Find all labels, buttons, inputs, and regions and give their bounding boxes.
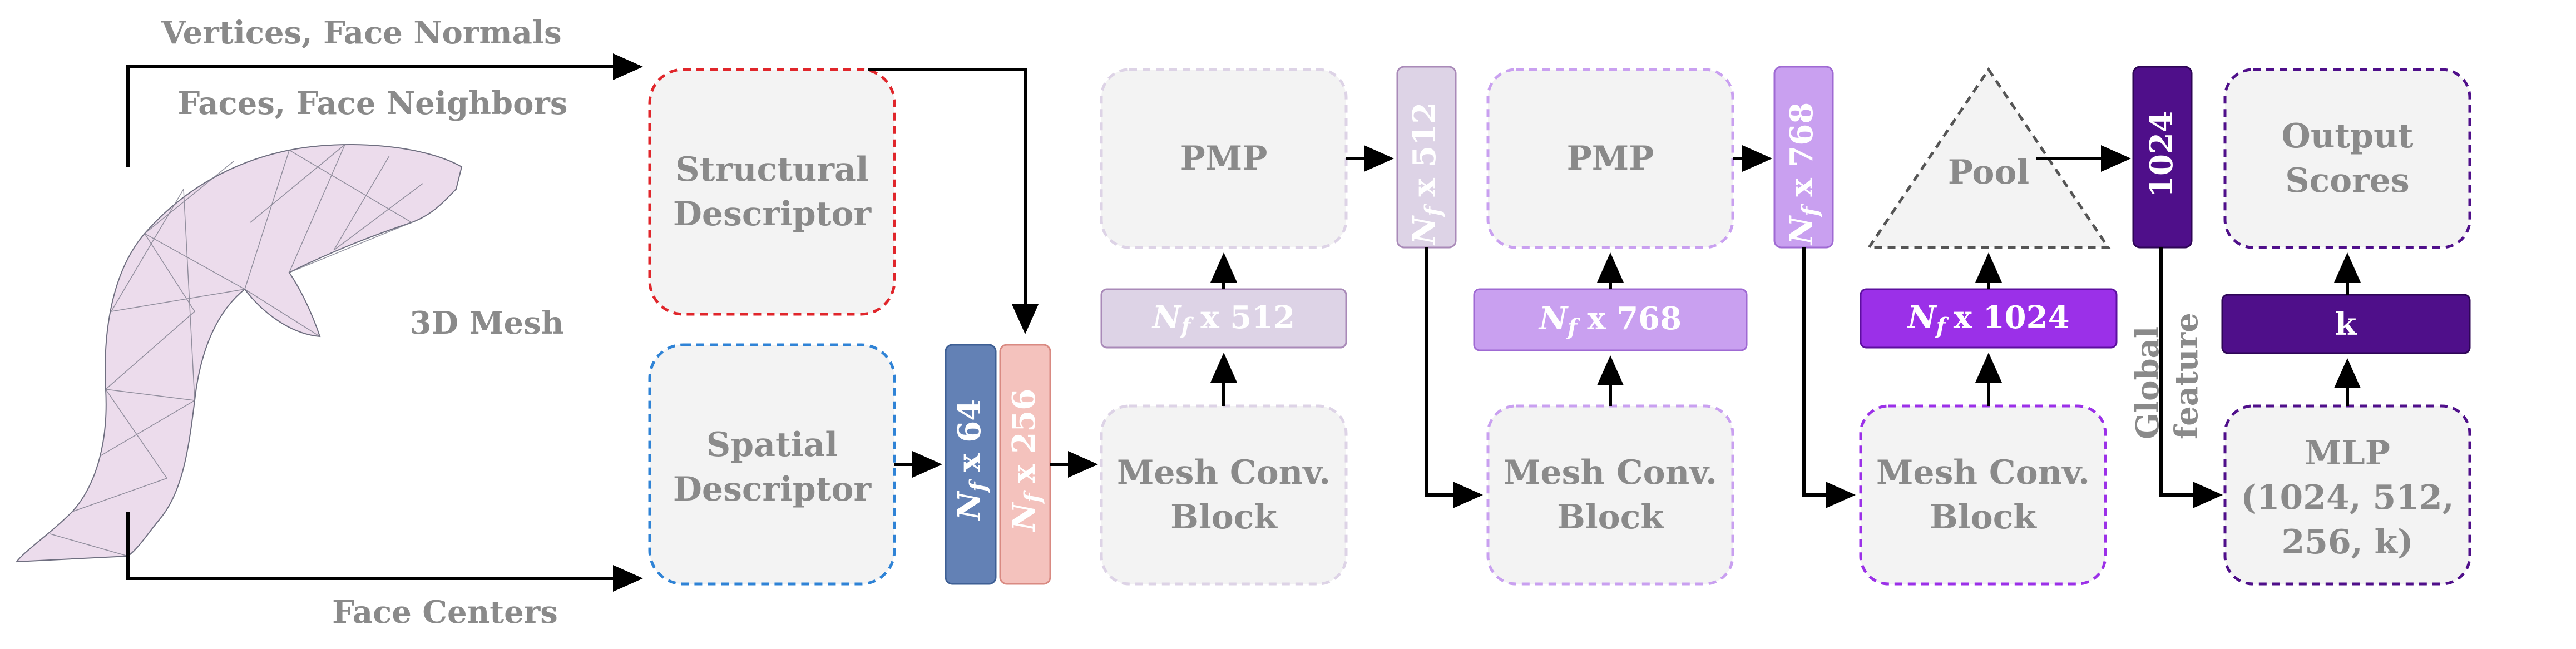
mesh-label: 3D Mesh bbox=[410, 305, 564, 341]
structural-line1: Structural bbox=[675, 150, 868, 189]
svg-text:Nfx 512: Nfx 512 bbox=[1406, 102, 1446, 246]
vertices-normals-label: Vertices, Face Normals bbox=[161, 14, 561, 51]
faces-neighbors-label: Faces, Face Neighbors bbox=[178, 85, 568, 122]
f64-dim: x 64 bbox=[951, 399, 988, 472]
f768b-symbol: N bbox=[1783, 215, 1820, 246]
spatial-descriptor-box: Spatial Descriptor bbox=[648, 343, 896, 586]
output-line1: Output bbox=[2282, 117, 2414, 156]
feature-512-bar-vertical: Nfx 512 bbox=[1396, 66, 1457, 249]
arrow-512-to-conv2 bbox=[1425, 247, 1483, 508]
dolphin-body bbox=[15, 144, 463, 563]
mesh-illustration: 3D Mesh bbox=[15, 144, 564, 563]
pmp-box-2: PMP bbox=[1486, 68, 1734, 249]
mlp-line2: (1024, 512, bbox=[2241, 478, 2454, 517]
svg-text:Nfx 768: Nfx 768 bbox=[1538, 300, 1682, 340]
spatial-line2: Descriptor bbox=[673, 470, 872, 509]
conv3-line1: Mesh Conv. bbox=[1876, 453, 2090, 492]
conv2-line2: Block bbox=[1557, 498, 1664, 537]
pmp1-label: PMP bbox=[1180, 139, 1268, 178]
k-label: k bbox=[2335, 306, 2357, 343]
conv1-line2: Block bbox=[1170, 498, 1278, 537]
mesh-conv-block-3: Mesh Conv. Block bbox=[1859, 404, 2107, 586]
f1024-dim: x 1024 bbox=[1954, 299, 2070, 336]
mlp-box: MLP (1024, 512, 256, k) bbox=[2223, 404, 2471, 586]
pool-triangle: Pool bbox=[1866, 67, 2111, 249]
f1024-symbol: N bbox=[1906, 299, 1937, 336]
conv1-line1: Mesh Conv. bbox=[1117, 453, 1331, 492]
f64-symbol: N bbox=[951, 491, 988, 521]
feature-64-bar: Nfx 64 bbox=[945, 344, 997, 585]
f512b-symbol: N bbox=[1406, 215, 1443, 246]
global-feature-bar: 1024 bbox=[2132, 66, 2193, 249]
feature-768-bar-vertical: Nfx 768 bbox=[1773, 66, 1834, 249]
pmp2-label: PMP bbox=[1567, 139, 1654, 178]
global-dim-label: 1024 bbox=[2143, 111, 2180, 197]
k-bar: k bbox=[2221, 294, 2471, 354]
f256-dim: x 256 bbox=[1006, 389, 1042, 483]
f512a-dim: x 512 bbox=[1200, 299, 1295, 336]
f256-symbol: N bbox=[1006, 502, 1042, 532]
f768a-dim: x 768 bbox=[1587, 300, 1682, 337]
arrow-structural-to-concat bbox=[868, 68, 1039, 334]
svg-text:Nfx 64: Nfx 64 bbox=[951, 399, 991, 521]
arrow-global-to-mlp bbox=[2159, 247, 2223, 508]
face-centers-label: Face Centers bbox=[332, 594, 558, 631]
svg-text:Nfx 512: Nfx 512 bbox=[1151, 299, 1295, 339]
f768b-dim: x 768 bbox=[1783, 102, 1820, 197]
structural-descriptor-box: Structural Descriptor bbox=[648, 68, 896, 316]
mesh-conv-block-1: Mesh Conv. Block bbox=[1100, 404, 1348, 586]
svg-text:Nfx 256: Nfx 256 bbox=[1006, 389, 1046, 532]
dolphin-mesh-lines bbox=[50, 144, 423, 557]
output-line2: Scores bbox=[2285, 161, 2409, 200]
pool-label: Pool bbox=[1948, 153, 2029, 192]
output-scores-box: Output Scores bbox=[2223, 68, 2471, 249]
arrow-mesh-to-spatial bbox=[126, 512, 643, 592]
feature-256-bar: Nfx 256 bbox=[999, 344, 1051, 585]
f768a-symbol: N bbox=[1538, 300, 1569, 337]
structural-line2: Descriptor bbox=[673, 195, 872, 234]
mlp-line1: MLP bbox=[2305, 434, 2390, 473]
arrow-768-to-conv3 bbox=[1802, 247, 1856, 508]
global-feature-line2: feature bbox=[2168, 313, 2205, 439]
f512b-dim: x 512 bbox=[1406, 102, 1443, 197]
svg-text:Nfx 768: Nfx 768 bbox=[1783, 102, 1823, 246]
spatial-line1: Spatial bbox=[706, 425, 838, 464]
svg-text:Nfx 1024: Nfx 1024 bbox=[1906, 299, 2069, 339]
conv3-line2: Block bbox=[1930, 498, 2037, 537]
pmp-box-1: PMP bbox=[1100, 68, 1348, 249]
mlp-line3: 256, k) bbox=[2282, 523, 2414, 562]
mesh-conv-block-2: Mesh Conv. Block bbox=[1486, 404, 1734, 586]
conv2-line1: Mesh Conv. bbox=[1504, 453, 1717, 492]
arrow-mesh-to-structural bbox=[126, 53, 643, 167]
f512a-symbol: N bbox=[1151, 299, 1182, 336]
